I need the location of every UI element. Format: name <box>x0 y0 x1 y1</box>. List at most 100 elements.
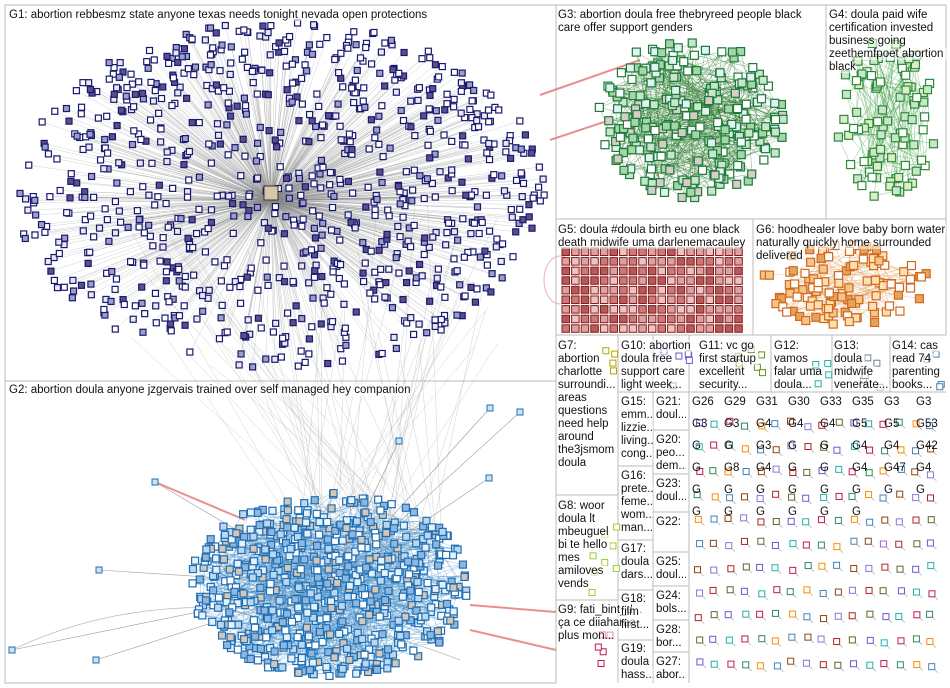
node <box>219 632 226 639</box>
node <box>658 296 666 304</box>
node <box>372 534 379 541</box>
node <box>196 576 203 583</box>
node <box>374 196 380 202</box>
node <box>283 634 290 641</box>
node <box>51 277 57 283</box>
node <box>600 325 608 333</box>
node <box>620 315 628 323</box>
node <box>520 217 526 223</box>
node <box>224 329 230 335</box>
node <box>359 635 366 642</box>
node <box>725 306 733 314</box>
node <box>853 108 861 116</box>
node <box>265 282 271 288</box>
node <box>687 267 695 275</box>
node <box>432 586 439 593</box>
node <box>735 267 743 275</box>
node <box>483 192 489 198</box>
node <box>629 267 637 275</box>
node <box>696 286 704 294</box>
node <box>80 228 86 234</box>
node <box>310 208 316 214</box>
node <box>433 541 440 548</box>
node <box>378 266 384 272</box>
node <box>314 567 321 574</box>
node <box>250 617 257 624</box>
node <box>390 525 397 532</box>
node <box>771 99 779 107</box>
node <box>725 105 733 113</box>
node <box>273 320 279 326</box>
node <box>272 204 278 210</box>
node <box>374 127 380 133</box>
node <box>620 258 628 266</box>
node <box>290 279 296 285</box>
node <box>221 531 228 538</box>
node <box>132 91 138 97</box>
node <box>908 116 916 124</box>
node <box>149 160 155 166</box>
node <box>508 207 514 213</box>
node <box>299 223 305 229</box>
node <box>496 107 502 113</box>
node <box>678 193 686 201</box>
node <box>202 37 208 43</box>
node <box>97 225 103 231</box>
node <box>192 64 198 70</box>
node <box>199 612 206 619</box>
node <box>432 62 438 68</box>
node <box>156 110 162 116</box>
node <box>112 199 118 205</box>
node <box>581 315 589 323</box>
node <box>268 529 275 536</box>
node <box>377 507 384 514</box>
node <box>427 92 433 98</box>
node <box>88 213 94 219</box>
node <box>668 286 676 294</box>
node <box>426 106 432 112</box>
node <box>56 250 62 256</box>
node <box>113 276 119 282</box>
node <box>734 162 742 170</box>
node <box>378 49 384 55</box>
node <box>648 286 656 294</box>
node <box>303 510 310 517</box>
node <box>219 545 226 552</box>
node <box>416 85 422 91</box>
node <box>216 336 222 342</box>
node <box>471 220 477 226</box>
node <box>629 296 637 304</box>
node <box>129 142 135 148</box>
node <box>629 277 637 285</box>
node <box>86 144 92 150</box>
node <box>731 89 739 97</box>
node <box>493 244 499 250</box>
node <box>696 325 704 333</box>
node <box>290 80 296 86</box>
node <box>320 220 326 226</box>
node <box>405 558 412 565</box>
node <box>114 123 120 129</box>
node <box>600 258 608 266</box>
node <box>572 306 580 314</box>
node <box>873 162 881 170</box>
node <box>610 267 618 275</box>
node <box>610 296 618 304</box>
node <box>309 173 315 179</box>
node <box>311 274 317 280</box>
node <box>562 286 570 294</box>
node <box>187 349 193 355</box>
node <box>705 97 713 105</box>
node <box>632 48 640 56</box>
node <box>278 354 284 360</box>
node <box>241 333 247 339</box>
node <box>298 641 305 648</box>
node <box>233 530 240 537</box>
node <box>610 286 618 294</box>
node <box>247 526 254 533</box>
node <box>317 41 323 47</box>
node <box>482 248 488 254</box>
node <box>461 254 467 260</box>
node <box>164 259 170 265</box>
node <box>254 657 261 664</box>
